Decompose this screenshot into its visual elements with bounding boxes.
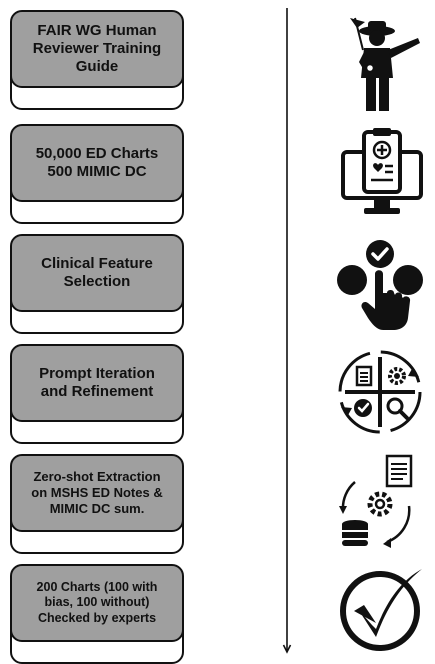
iteration-cycle-icon: [338, 350, 422, 434]
hand-selecting-option-icon: [337, 240, 423, 330]
clipboard-on-monitor-icon: [341, 128, 423, 214]
step-label: Prompt Iteration and Refinement: [10, 344, 184, 422]
step-label: Zero-shot Extraction on MSHS ED Notes & …: [10, 454, 184, 532]
step-label: 200 Charts (100 with bias, 100 without) …: [10, 564, 184, 642]
checkmark-circle-icon: [340, 569, 422, 651]
person-with-flag-icon: [350, 17, 420, 111]
step-1-training-guide: FAIR WG Human Reviewer Training Guide: [10, 10, 184, 110]
data-processing-cycle-icon: [339, 454, 413, 548]
step-label: FAIR WG Human Reviewer Training Guide: [10, 10, 184, 88]
step-4-prompt-iteration: Prompt Iteration and Refinement: [10, 344, 184, 444]
step-6-expert-check: 200 Charts (100 with bias, 100 without) …: [10, 564, 184, 664]
step-5-zero-shot-extraction: Zero-shot Extraction on MSHS ED Notes & …: [10, 454, 184, 554]
step-2-chart-data: 50,000 ED Charts 500 MIMIC DC: [10, 124, 184, 224]
step-3-feature-selection: Clinical Feature Selection: [10, 234, 184, 334]
step-label: Clinical Feature Selection: [10, 234, 184, 312]
step-label: 50,000 ED Charts 500 MIMIC DC: [10, 124, 184, 202]
